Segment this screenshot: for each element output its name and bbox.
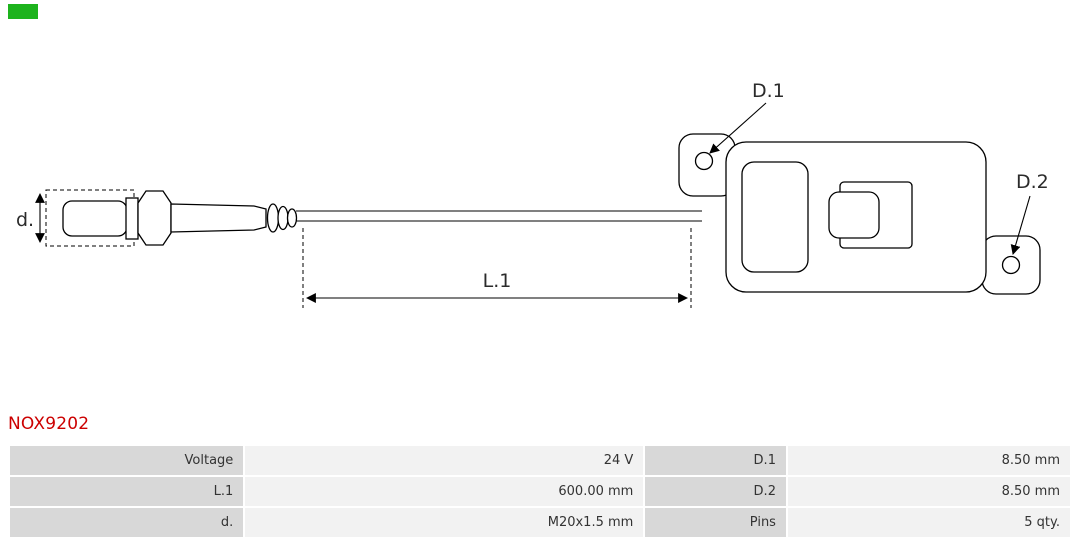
connector-block [741,161,809,273]
spec-value: 5 qty. [787,508,1070,537]
inner-module-plug [828,191,880,239]
spec-label: D.1 [645,446,786,475]
brand-logo [8,4,38,19]
spec-value: 600.00 mm [245,477,644,506]
probe-collar [125,197,139,240]
probe-tip [62,200,128,237]
spec-value: M20x1.5 mm [245,508,644,537]
spec-table: Voltage 24 V D.1 8.50 mm L.1 600.00 mm D… [8,444,1072,539]
d-dimension-label: d. [16,209,34,231]
l1-dimension-label: L.1 [483,270,512,292]
technical-drawing: d. L.1 D.1 D.2 [16,80,1049,308]
d2-callout-label: D.2 [1016,171,1049,193]
sensor-body-cylinder [170,203,267,233]
spec-value: 24 V [245,446,644,475]
strain-relief-ring [286,208,298,228]
spec-label: d. [10,508,244,537]
d1-callout-label: D.1 [752,80,785,102]
spec-value: 8.50 mm [787,477,1070,506]
d1-callout-arrow [709,102,767,154]
mounting-hole-d2 [1001,255,1021,275]
spec-label: D.2 [645,477,786,506]
part-number: NOX9202 [8,414,90,434]
mounting-hole-d1 [694,151,714,171]
table-row: d. M20x1.5 mm Pins 5 qty. [10,508,1070,537]
strain-relief-ring [277,205,289,231]
table-row: L.1 600.00 mm D.2 8.50 mm [10,477,1070,506]
hex-nut [137,190,172,246]
spec-value: 8.50 mm [787,446,1070,475]
strain-relief-ring [266,203,280,233]
spec-label: L.1 [10,477,244,506]
d2-callout-arrow [1010,195,1031,255]
sensor-diagram: d. L.1 D.1 D.2 [16,80,1049,308]
spec-label: Voltage [10,446,244,475]
table-row: Voltage 24 V D.1 8.50 mm [10,446,1070,475]
spec-label: Pins [645,508,786,537]
